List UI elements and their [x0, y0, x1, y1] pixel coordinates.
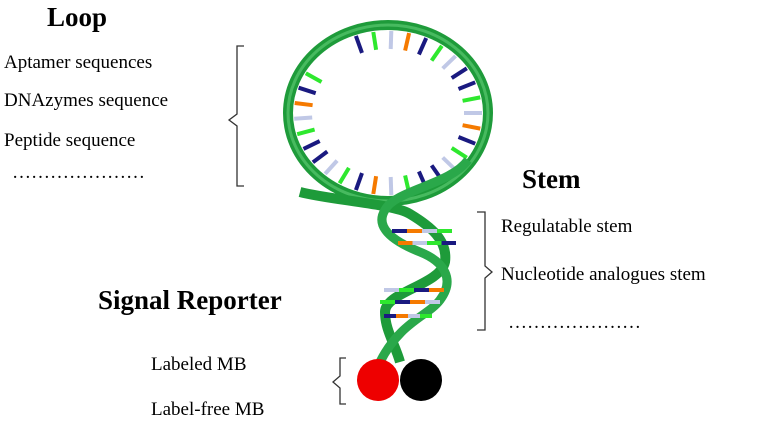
loop-base-tick	[450, 66, 468, 80]
loop-base-tick	[297, 85, 317, 96]
loop-bases	[294, 30, 482, 196]
loop-base-tick	[371, 175, 379, 195]
loop-base-tick	[403, 32, 412, 52]
loop-base-tick	[304, 71, 323, 84]
loop-base-tick	[311, 149, 329, 164]
loop-base-tick	[450, 146, 468, 160]
loop-base-tick	[441, 54, 457, 70]
stem-region	[298, 157, 472, 365]
loop-item-peptide: Peptide sequence	[4, 130, 136, 151]
loop-base-tick	[354, 172, 364, 191]
loop-base-tick	[429, 44, 444, 62]
loop-base-tick	[294, 115, 313, 121]
reporter-item-label-free: Label-free MB	[151, 399, 265, 420]
loop-heading: Loop	[47, 2, 108, 32]
loop-item-aptamer: Aptamer sequences	[4, 52, 153, 73]
stem-backbone-left	[298, 187, 451, 364]
stem-item-ellipsis: …………………	[508, 312, 641, 333]
label-free-reporter-dot	[400, 359, 442, 401]
stem-item-nucleotide-analogues: Nucleotide analogues stem	[501, 264, 706, 285]
loop-bracket	[227, 45, 244, 187]
loop-item-dnazymes: DNAzymes sequence	[4, 90, 169, 111]
signal-reporter-heading: Signal Reporter	[98, 285, 282, 315]
loop-base-tick	[417, 37, 429, 56]
stem-bracket	[477, 211, 493, 331]
loop-base-tick	[371, 31, 379, 51]
loop-base-tick	[354, 35, 364, 54]
reporter-item-labeled: Labeled MB	[151, 354, 247, 375]
loop-base-tick	[337, 166, 351, 185]
loop-base-tick	[457, 135, 476, 146]
labeled-reporter-dot	[357, 359, 399, 401]
loop-base-tick	[296, 127, 316, 137]
loop-base-tick	[294, 101, 313, 108]
loop-base-tick	[388, 176, 394, 196]
loop-base-tick	[323, 159, 339, 176]
stem-item-regulatable: Regulatable stem	[501, 216, 633, 237]
loop-base-tick	[462, 95, 481, 103]
reporter-bracket	[332, 357, 346, 405]
stem-bases	[380, 229, 456, 318]
loop-base-tick	[457, 80, 476, 91]
stem-backbone-right	[375, 157, 472, 365]
loop-base-tick	[388, 30, 394, 50]
loop-base-tick	[462, 123, 481, 131]
loop-base-tick	[302, 139, 321, 151]
stem-heading: Stem	[522, 164, 581, 194]
loop-item-ellipsis: …………………	[12, 162, 145, 183]
